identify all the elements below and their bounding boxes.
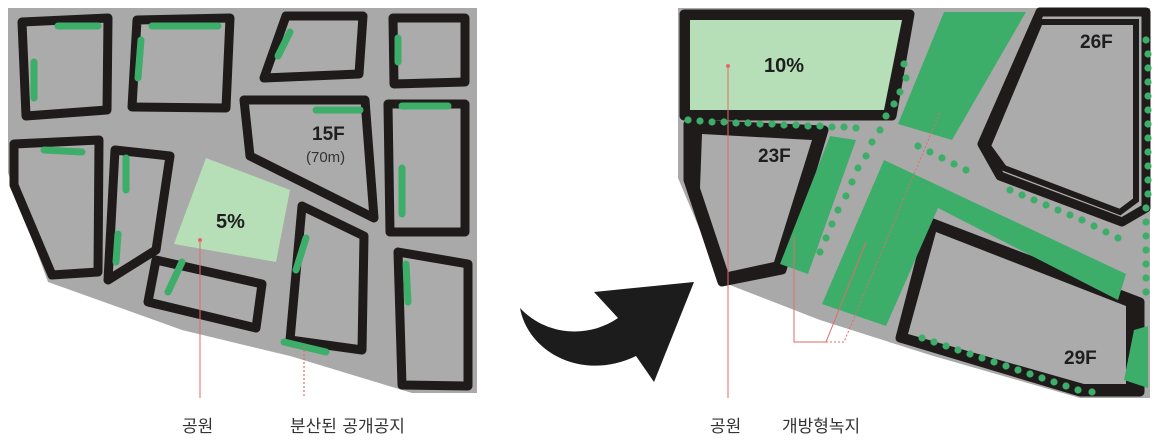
after-tower-29f-label: 29F	[1064, 348, 1097, 369]
green-strip-central	[822, 160, 1126, 326]
dots-row-park-south	[684, 116, 860, 132]
curved-arrow-icon	[520, 282, 694, 382]
open-space-13	[292, 234, 310, 274]
open-space-9	[40, 146, 86, 156]
after-tower-29f	[908, 232, 1126, 384]
after-tower-26f-label: 26F	[1080, 32, 1113, 53]
before-park	[174, 158, 290, 262]
after-caption-green-buffer: 개방형녹지	[782, 417, 860, 437]
after-park	[690, 20, 902, 110]
before-caption-open-space: 분산된 공개공지	[290, 417, 405, 437]
before-block-nw	[17, 13, 113, 121]
open-space-4	[134, 36, 145, 82]
after-tower-23f-label: 23F	[758, 146, 791, 167]
after-tower-26f	[984, 19, 1139, 216]
open-space-15	[402, 260, 412, 306]
before-tower-floors: 15F	[312, 124, 345, 145]
before-park-ratio: 5%	[216, 211, 245, 233]
before-open-spaces	[30, 22, 452, 356]
open-space-16	[280, 338, 330, 356]
green-strip-southeast	[1124, 326, 1148, 388]
after-caption-park: 공원	[710, 417, 741, 437]
before-block-s2	[285, 201, 369, 355]
open-space-12	[164, 258, 186, 296]
before-block-w	[9, 135, 104, 280]
after-green-dots	[684, 36, 1152, 396]
after-park-dot	[726, 64, 730, 68]
after-park-ratio: 10%	[764, 55, 804, 77]
green-strip-23f-edge	[780, 136, 856, 274]
before-block-tower	[239, 95, 379, 223]
open-space-11	[112, 230, 122, 266]
after-leaders	[727, 66, 941, 398]
after-green-buffers	[780, 12, 1148, 388]
dots-row-south-edge	[918, 334, 1096, 396]
after-green-leader-b	[794, 111, 941, 343]
before-tower-height: (70m)	[306, 149, 345, 166]
before-block-n3	[388, 13, 470, 89]
before-map: 5% 15F (70m) 공원 분산된 공개공지	[8, 8, 477, 437]
before-caption-park: 공원	[182, 417, 213, 437]
open-space-5	[274, 28, 294, 60]
dots-east-edge	[1142, 36, 1152, 296]
before-block-se	[393, 247, 473, 391]
dots-row-central-north	[914, 142, 1122, 242]
green-strip-diagonal-north	[898, 12, 1026, 140]
before-park-dot	[198, 238, 202, 242]
before-block-n1	[127, 13, 235, 113]
after-map: 10% 26F 23F 29F 공원 개방형녹지	[678, 7, 1152, 437]
dots-diagonal-west	[816, 60, 910, 256]
